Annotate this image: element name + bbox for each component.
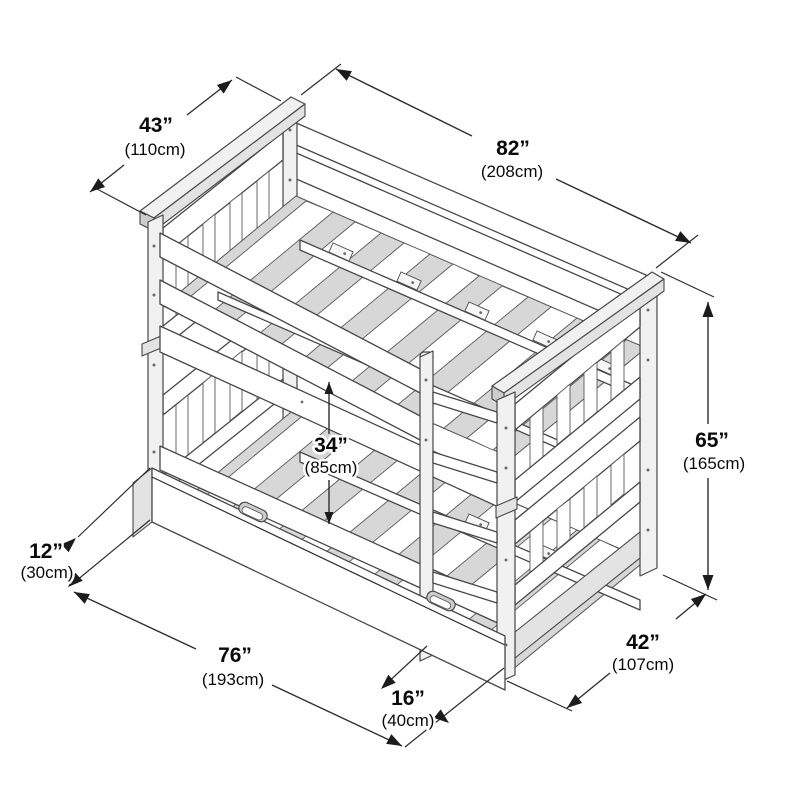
trundle-handle (426, 590, 456, 612)
footboard (491, 271, 665, 684)
dim-floor-length (73, 591, 505, 748)
trundle-handle (238, 501, 268, 523)
near-guard-rails (159, 232, 506, 511)
dim-bunk-clearance (324, 382, 334, 524)
label-floor-width-cm: (107cm) (612, 655, 674, 674)
label-top-length-cm: (208cm) (481, 162, 543, 181)
screw-details (152, 128, 650, 647)
label-headboard-width-cm: (110cm) (124, 140, 185, 159)
label-floor-length-cm: (193cm) (202, 670, 264, 689)
dim-top-length (300, 63, 699, 269)
label-trundle-height-in: 12” (29, 540, 63, 563)
dim-overall-height (660, 271, 718, 601)
label-floor-width-in: 42” (626, 631, 660, 654)
dim-trundle-height (61, 467, 151, 587)
dim-trundle-pullout (381, 645, 449, 723)
label-headboard-width-in: 43” (139, 114, 173, 137)
label-overall-height-cm: (165cm) (683, 454, 745, 473)
trundle-drawer (132, 467, 506, 691)
dim-floor-width (506, 593, 707, 712)
label-trundle-pullout-cm: (40cm) (382, 711, 435, 730)
label-top-length-in: 82” (496, 137, 530, 160)
label-trundle-height-cm: (30cm) (21, 563, 74, 582)
label-bunk-clearance-in: 34” (314, 434, 348, 457)
dim-headboard-width (89, 76, 282, 216)
label-overall-height-in: 65” (695, 429, 729, 452)
label-floor-length-in: 76” (218, 644, 252, 667)
label-bunk-clearance-cm: (85cm) (305, 458, 358, 477)
ladder (419, 350, 498, 664)
dimension-labels: 43” (110cm) 82” (208cm) 65” (165cm) 34” … (18, 112, 748, 733)
label-trundle-pullout-in: 16” (391, 687, 425, 710)
